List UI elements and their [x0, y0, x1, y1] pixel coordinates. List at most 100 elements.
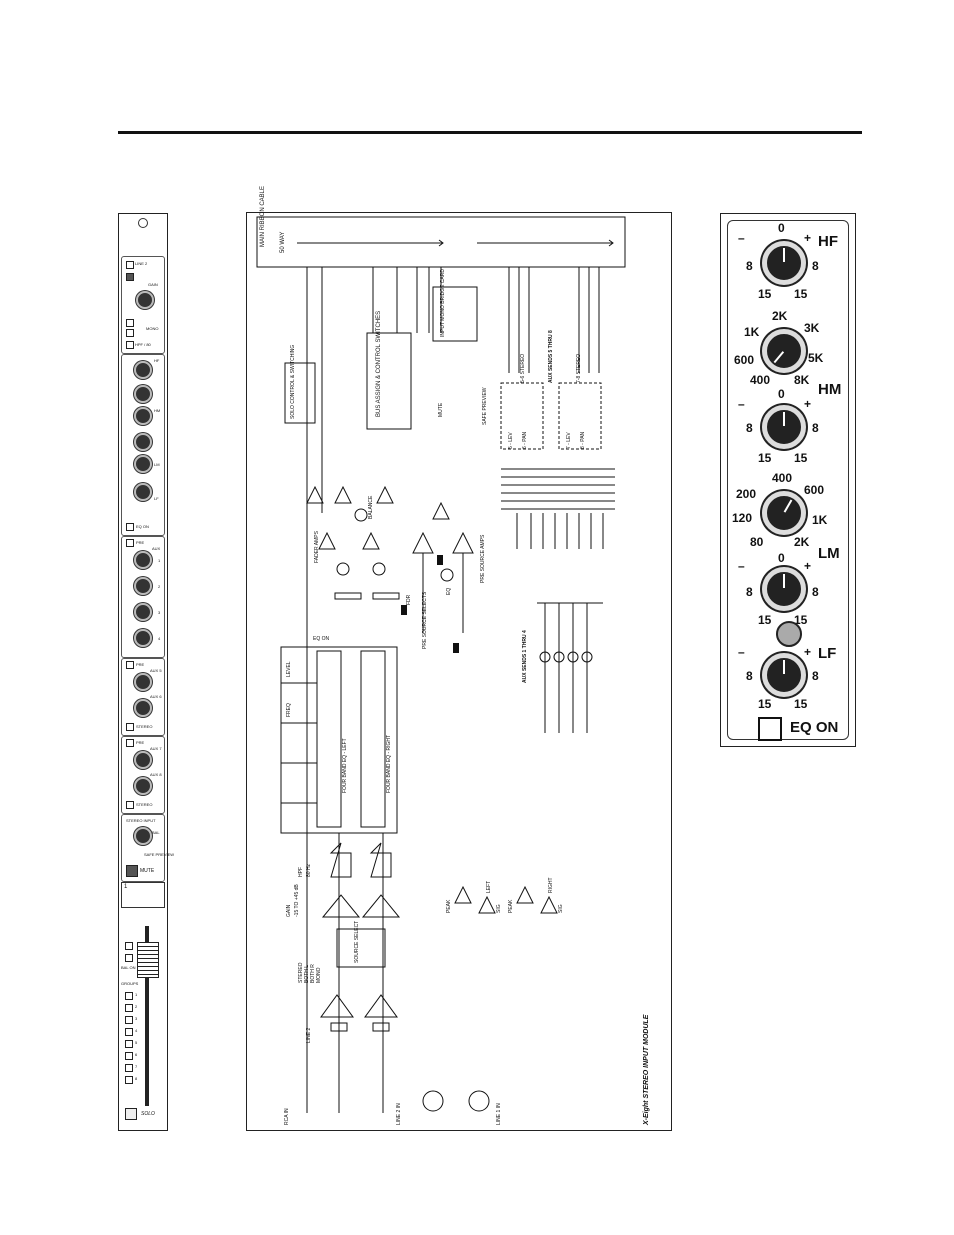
group-label-5: 5 [135, 1040, 138, 1045]
hf-right-8: 8 [812, 259, 819, 273]
aux3-knob[interactable] [134, 603, 152, 621]
aux-7-8-section: PRE AUX 7 AUX 8 STEREO [121, 736, 165, 814]
pre-source-selects-label: PRE SOURCE SELECTS [422, 591, 428, 649]
hm-freq-knob[interactable] [134, 385, 152, 403]
lf-knob[interactable] [134, 483, 152, 501]
aux4-knob[interactable] [134, 629, 152, 647]
aux56-pre-button[interactable] [126, 661, 134, 669]
aux56-stereo-button[interactable] [126, 723, 134, 731]
group-button-4[interactable] [125, 1028, 133, 1036]
hpf-freq-label: 80 Hz [306, 863, 312, 877]
hf-knob[interactable] [134, 361, 152, 379]
bal-label: BAL [152, 830, 160, 835]
hm-freq-5k: 5K [808, 351, 824, 365]
aux2-label: 2 [158, 584, 161, 589]
lm-gain-knob[interactable] [762, 567, 806, 611]
aux78-pre-button[interactable] [126, 739, 134, 747]
aux78-stereo-button[interactable] [126, 801, 134, 809]
hm-plus: + [804, 397, 812, 411]
aux6-knob[interactable] [134, 699, 152, 717]
lm-freq-120: 120 [732, 511, 753, 525]
aux5-label: AUX 5 [150, 668, 162, 673]
fader-amps-label: FADER AMPS [314, 531, 320, 563]
eq-on-button[interactable] [126, 523, 134, 531]
sig-left-label: SIG [496, 904, 502, 913]
aux-5-6-section: PRE AUX 5 AUX 6 STEREO [121, 658, 165, 736]
solo-control-label: SOLO CONTROL & SWITCHING [290, 344, 296, 419]
bal-knob[interactable] [134, 827, 152, 845]
lm-freq-400: 400 [772, 471, 793, 485]
hm-freq-1k: 1K [744, 325, 760, 339]
lr-assign-button[interactable] [125, 954, 133, 962]
bus-assign-label: BUS ASSIGN & CONTROL SWITCHES [376, 310, 382, 417]
hm-gain-knob[interactable] [762, 405, 806, 449]
block-diagram: MAIN RIBBON CABLE 50 WAY SOLO CONTROL & … [246, 186, 672, 1131]
aux1-knob[interactable] [134, 551, 152, 569]
hpf-button[interactable] [126, 341, 134, 349]
group-button-2[interactable] [125, 1004, 133, 1012]
hm-freq-400: 400 [750, 373, 771, 387]
gain-knob[interactable] [136, 291, 154, 309]
hm-zero: 0 [778, 387, 785, 401]
lm-freq-2k: 2K [794, 535, 810, 549]
mono-l-button[interactable] [126, 319, 134, 327]
hm-freq-knob[interactable] [762, 329, 806, 373]
mute-label: MUTE [140, 868, 155, 874]
lf-shelf-switch[interactable] [776, 621, 802, 647]
phase-button[interactable] [126, 273, 134, 281]
aux56-pre-label: PRE [136, 662, 145, 667]
safe-preview-label: SAFE PREVIEW [144, 852, 175, 857]
hf-bottom-left: 15 [758, 287, 772, 301]
group-button-1[interactable] [125, 992, 133, 1000]
group-button-5[interactable] [125, 1040, 133, 1048]
lf-bottom-left: 15 [758, 697, 772, 711]
hpf-label: HPF / 80 [135, 342, 151, 347]
eq-level-label: LEVEL [286, 661, 292, 677]
aux-pre-label: PRE [136, 540, 145, 545]
solo-button[interactable] [125, 1108, 137, 1120]
aux4-label: 4 [158, 636, 161, 641]
group-label-4: 4 [135, 1028, 138, 1033]
group-button-6[interactable] [125, 1052, 133, 1060]
pre-source-amps-label: PRE SOURCE AMPS [480, 534, 486, 583]
lm-gain-knob[interactable] [134, 455, 152, 473]
hm-gain-knob[interactable] [134, 407, 152, 425]
eq-on-button[interactable] [758, 717, 782, 741]
group-button-7[interactable] [125, 1064, 133, 1072]
lf-left-8: 8 [746, 669, 753, 683]
lm-freq-80: 80 [750, 535, 764, 549]
aux5-knob[interactable] [134, 673, 152, 691]
lm-freq-knob[interactable] [762, 491, 806, 535]
hm-left-8: 8 [746, 421, 753, 435]
group-button-8[interactable] [125, 1076, 133, 1084]
lev7-label: 7 - LEV [566, 432, 572, 449]
mono-r-button[interactable] [126, 329, 134, 337]
line2-button[interactable] [126, 261, 134, 269]
hm-band-label: HM [818, 381, 842, 398]
gain-range-label: -15 TO +45 dB [294, 884, 300, 917]
aux-sends-5-8-label: AUX SENDS 5 THRU 8 [548, 330, 554, 383]
stereo-78-label: 7-8 STEREO [576, 353, 582, 383]
aux7-knob[interactable] [134, 751, 152, 769]
hf-gain-knob[interactable] [762, 241, 806, 285]
solo-label: SOLO [141, 1111, 155, 1117]
mute-button[interactable] [126, 865, 138, 877]
eq-right-label: FOUR BAND EQ - RIGHT [386, 734, 392, 793]
aux8-knob[interactable] [134, 777, 152, 795]
stereo-56-label: 5-6 STEREO [520, 353, 526, 383]
lm-freq-1k: 1K [812, 513, 828, 527]
mono-assign-button[interactable] [125, 942, 133, 950]
aux78-pre-label: PRE [136, 740, 145, 745]
hf-left-8: 8 [746, 259, 753, 273]
group-button-3[interactable] [125, 1016, 133, 1024]
aux2-knob[interactable] [134, 577, 152, 595]
lf-gain-knob[interactable] [762, 653, 806, 697]
fdr-label: FDR [406, 594, 412, 605]
eq-on-label: EQ ON [136, 524, 149, 529]
hm-right-8: 8 [812, 421, 819, 435]
aux-pre-button[interactable] [126, 539, 134, 547]
lm-freq-knob[interactable] [134, 433, 152, 451]
lf-plus: + [804, 645, 812, 659]
fader-knob[interactable] [137, 942, 159, 978]
right-meter-label: RIGHT [548, 877, 554, 893]
